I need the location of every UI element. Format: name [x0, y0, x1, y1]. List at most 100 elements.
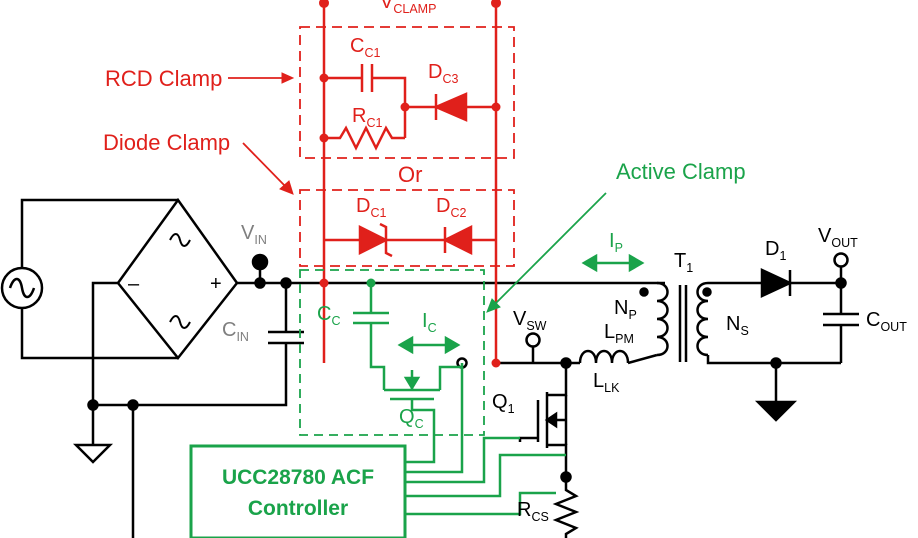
active-clamp-arrow-line — [493, 192, 607, 306]
ctrl-line-4 — [405, 491, 556, 516]
qc-gate-wire — [405, 399, 436, 464]
leakage-inductor — [578, 349, 630, 364]
cin-label: CIN — [222, 319, 249, 344]
node-secondary-gnd — [770, 357, 782, 369]
ctrl-line-3 — [405, 453, 566, 498]
qc-label: QC — [399, 406, 424, 431]
dc3-label: DC3 — [428, 61, 458, 86]
qc-drain — [438, 363, 464, 390]
bridge-plus-label: + — [210, 273, 222, 295]
rcs-resistor — [552, 477, 580, 538]
vsw-terminal-icon — [525, 332, 541, 348]
active-clamp-arrow-icon — [486, 298, 501, 313]
diode-arrow-line — [242, 142, 287, 188]
dc2-diode-icon — [442, 224, 473, 256]
ic-arrow-left-icon — [397, 335, 414, 355]
primary-circuit — [0, 197, 859, 538]
green-node-cc — [366, 278, 376, 288]
cin-bottom-lead — [93, 343, 288, 407]
q1-label: Q1 — [492, 391, 515, 416]
active-clamp-label: Active Clamp — [616, 159, 746, 184]
cc1-label: CC1 — [350, 35, 380, 60]
cc-bottom-lead — [369, 323, 386, 390]
red-node-dc3-left — [400, 102, 410, 112]
rcd-arrow-icon — [281, 72, 295, 84]
llk-label: LLK — [593, 370, 620, 395]
ip-arrow-right-icon — [628, 253, 645, 273]
ctrl-line-2 — [405, 436, 520, 484]
green-active-clamp — [189, 192, 645, 538]
node-q1-drain — [560, 357, 572, 369]
ic-arrow-right-icon — [444, 335, 461, 355]
vout-label: VOUT — [818, 225, 858, 250]
dc3-diode-icon — [432, 92, 468, 122]
node-gnd-right — [127, 399, 139, 411]
ip-arrow-left-icon — [581, 253, 598, 273]
cc1-wire-right — [372, 76, 407, 138]
vin-terminal-icon — [251, 253, 269, 271]
vclamp-label: VCLAMP — [380, 0, 436, 16]
controller-line2: Controller — [248, 497, 348, 520]
secondary-dot-icon — [702, 287, 712, 297]
q1-body-arrow-icon — [544, 411, 558, 429]
or-label: Or — [398, 162, 422, 187]
rc1-resistor — [324, 125, 405, 151]
ic-label: IC — [422, 310, 437, 335]
ip-label: IP — [609, 230, 623, 255]
secondary-bottom-wire — [706, 355, 841, 365]
ac-source-wire-bottom — [20, 308, 178, 360]
diode-arrow-icon — [279, 180, 294, 195]
bridge-rectifier — [116, 197, 239, 361]
node-secondary-out — [835, 277, 847, 289]
d1-label: D1 — [765, 238, 786, 263]
red-node-dc3-right — [491, 102, 501, 112]
red-node-rc1 — [319, 133, 329, 143]
ns-label: NS — [726, 313, 749, 338]
ground-icon — [72, 443, 114, 464]
rcd-clamp-box — [299, 26, 515, 159]
primary-winding — [656, 281, 669, 357]
t1-label: T1 — [674, 250, 693, 275]
primary-dot-icon — [639, 287, 649, 297]
bridge-minus-label: – — [128, 273, 140, 295]
active-clamp-box — [299, 269, 485, 436]
black-nodes — [87, 252, 849, 483]
qc-body-arrow-icon — [403, 376, 421, 391]
bridge-tilde-top — [169, 233, 191, 247]
ctrl-line-1 — [405, 367, 464, 474]
bridge-tilde-bottom — [169, 315, 191, 329]
red-node-sw — [491, 358, 501, 368]
cc-label: CC — [317, 303, 340, 328]
q1-gate-wire — [518, 436, 538, 442]
lpm-label: LPM — [604, 321, 634, 346]
node-vin — [254, 277, 266, 289]
d1-diode-icon — [760, 268, 793, 298]
llk-to-np-wire — [627, 353, 658, 365]
red-node-hv — [319, 278, 329, 288]
red-top-left — [319, 0, 329, 8]
secondary-winding — [696, 281, 709, 357]
vsw-label: VSW — [513, 308, 547, 333]
red-node-cc1 — [319, 73, 329, 83]
vin-label: VIN — [241, 222, 267, 247]
rcd-clamp-label: RCD Clamp — [105, 66, 222, 91]
dc2-label: DC2 — [436, 195, 466, 220]
secondary-ground-icon — [754, 400, 798, 422]
diode-clamp-box — [299, 189, 515, 267]
rcs-label: RCS — [517, 499, 549, 524]
rc1-label: RC1 — [352, 105, 382, 130]
node-gnd-left — [87, 399, 99, 411]
node-q1-source — [560, 471, 572, 483]
green-nodes — [366, 278, 376, 288]
diode-clamp-label: Diode Clamp — [103, 130, 230, 155]
red-top-right — [491, 0, 501, 8]
red-nodes — [319, 0, 501, 368]
vout-terminal-icon — [833, 252, 849, 268]
ac-source-wire-top — [20, 198, 178, 268]
bridge-minus-wire — [91, 281, 118, 405]
ac-source-wave-icon — [8, 277, 36, 299]
cout-label: COUT — [866, 309, 907, 334]
controller-box — [189, 444, 407, 538]
np-label: NP — [614, 297, 637, 322]
